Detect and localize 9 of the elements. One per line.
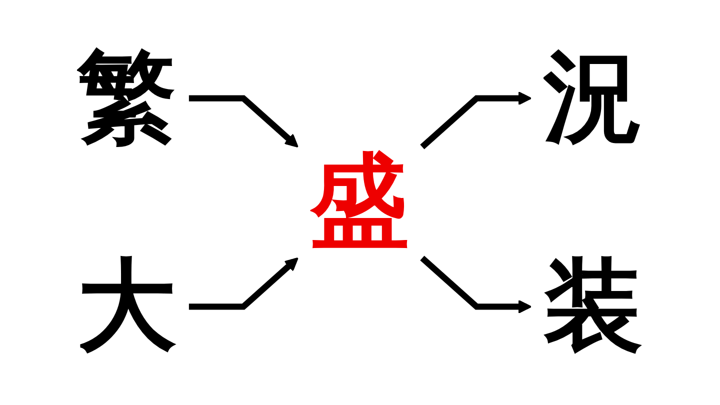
arrow xyxy=(420,91,532,150)
node-text: 繁 xyxy=(76,40,176,156)
node-text: 大 xyxy=(76,249,176,364)
arrow xyxy=(188,95,298,148)
arrow xyxy=(420,256,532,314)
arrow xyxy=(188,257,298,310)
node-text: 盛 xyxy=(310,144,410,260)
node-text: 況 xyxy=(544,40,644,156)
node-text: 装 xyxy=(544,249,644,364)
